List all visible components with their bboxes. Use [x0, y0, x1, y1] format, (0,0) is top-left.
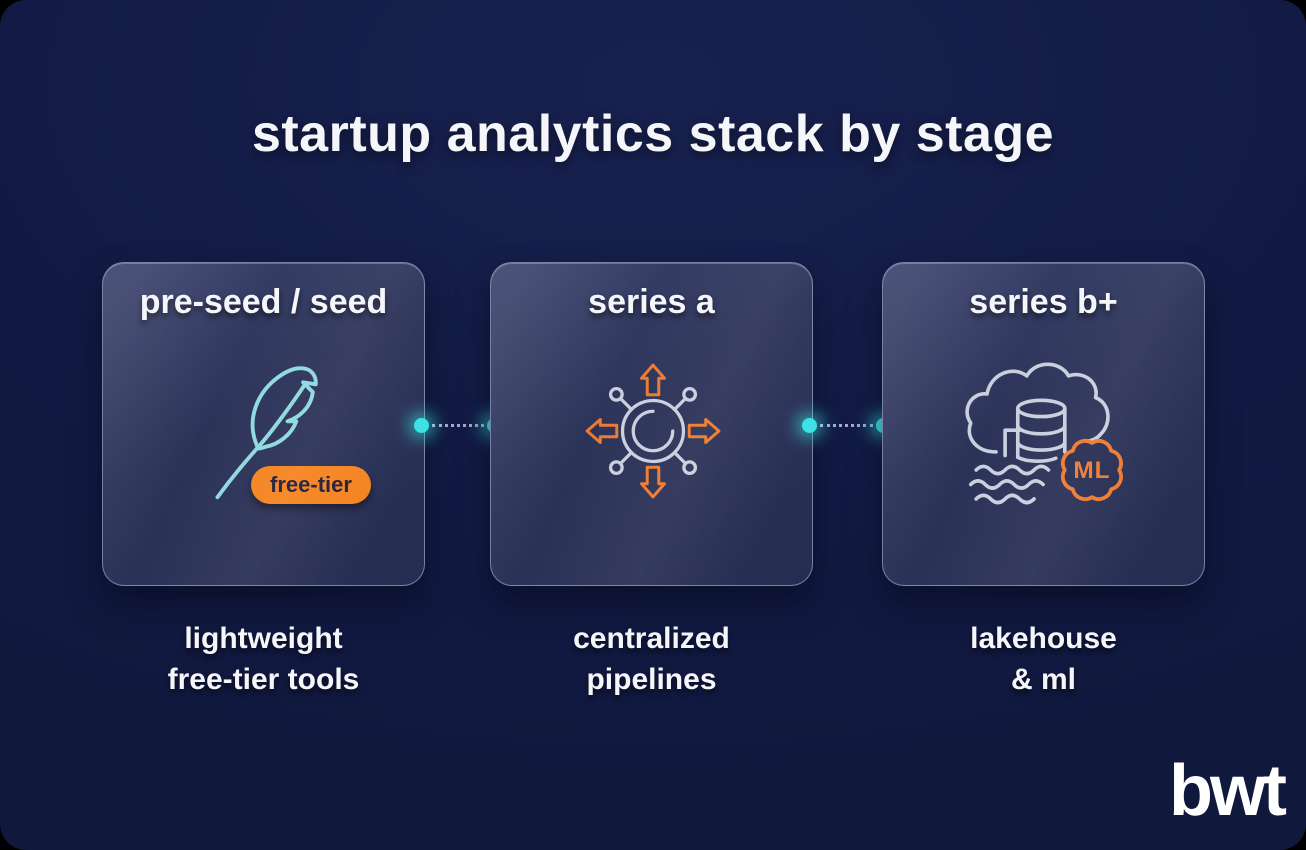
stage-title: series b+: [969, 283, 1118, 321]
connector-dotted-line: [820, 423, 873, 427]
connector-dotted-line: [432, 423, 484, 427]
caption-line: & ml: [1010, 663, 1076, 696]
lakehouse-ml-icon: ML: [965, 362, 1123, 505]
stage-caption-series-a: centralized pipelines: [490, 618, 813, 700]
ml-label: ML: [1073, 457, 1110, 484]
stage-caption-series-b-plus: lakehouse & ml: [882, 618, 1205, 700]
free-tier-badge: free-tier: [251, 466, 371, 504]
stage-card-series-a: series a: [490, 262, 813, 586]
caption-line: centralized: [573, 622, 730, 655]
connector-dot: [802, 417, 817, 433]
pipeline-hub-icon: [585, 363, 721, 499]
stage-card-pre-seed: pre-seed / seed free-tier: [102, 262, 425, 586]
caption-line: pipelines: [586, 663, 717, 696]
connector-2: [802, 417, 891, 433]
stage-title: series a: [588, 283, 715, 321]
stage-caption-pre-seed: lightweight free-tier tools: [102, 618, 425, 700]
bwt-logo: bwt: [1169, 751, 1287, 831]
caption-line: lakehouse: [970, 622, 1117, 655]
stage-card-series-b-plus: series b+ ML: [882, 262, 1205, 586]
connector-dot: [414, 417, 429, 433]
caption-line: free-tier tools: [167, 663, 360, 696]
caption-line: lightweight: [184, 622, 343, 655]
stage-title: pre-seed / seed: [139, 283, 388, 321]
feather-icon: [215, 366, 318, 500]
connector-1: [414, 417, 502, 433]
page-title: startup analytics stack by stage: [251, 105, 1055, 163]
